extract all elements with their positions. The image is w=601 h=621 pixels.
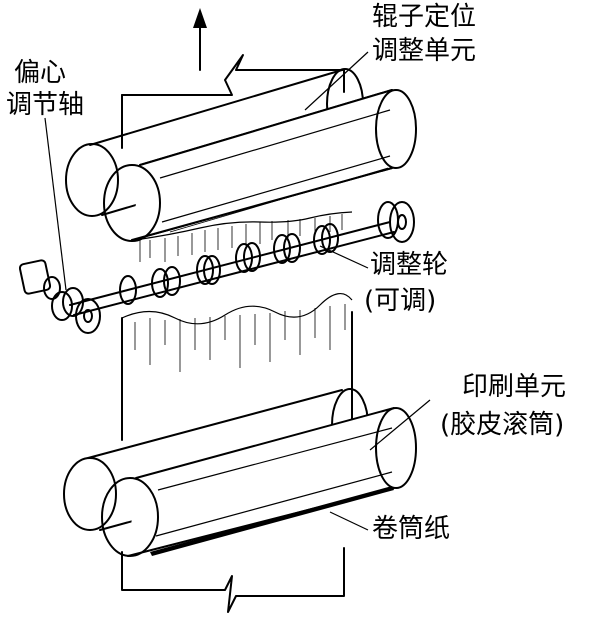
leader-lines (44, 51, 431, 531)
label-adjusting-wheel-1: 调整轮 (370, 250, 449, 280)
eccentric-shaft-assembly (18, 259, 101, 334)
up-arrow-icon (193, 8, 207, 71)
label-adjusting-wheel-2: (可调) (364, 286, 437, 316)
bottom-roller-front (101, 407, 417, 557)
label-web-paper: 卷筒纸 (372, 514, 451, 544)
adjusting-shaft (69, 221, 395, 316)
label-roller-positioning-unit-1: 辊子定位 (372, 2, 477, 32)
label-printing-unit-2: (胶皮滚筒) (440, 410, 565, 440)
label-eccentric-shaft-1: 偏心 (14, 58, 67, 88)
adjusting-wheels (119, 201, 415, 305)
label-eccentric-shaft-2: 调节轴 (6, 90, 85, 120)
top-roller-front (103, 89, 417, 242)
label-printing-unit-1: 印刷单元 (462, 372, 567, 402)
label-roller-positioning-unit-2: 调整单元 (372, 36, 477, 66)
